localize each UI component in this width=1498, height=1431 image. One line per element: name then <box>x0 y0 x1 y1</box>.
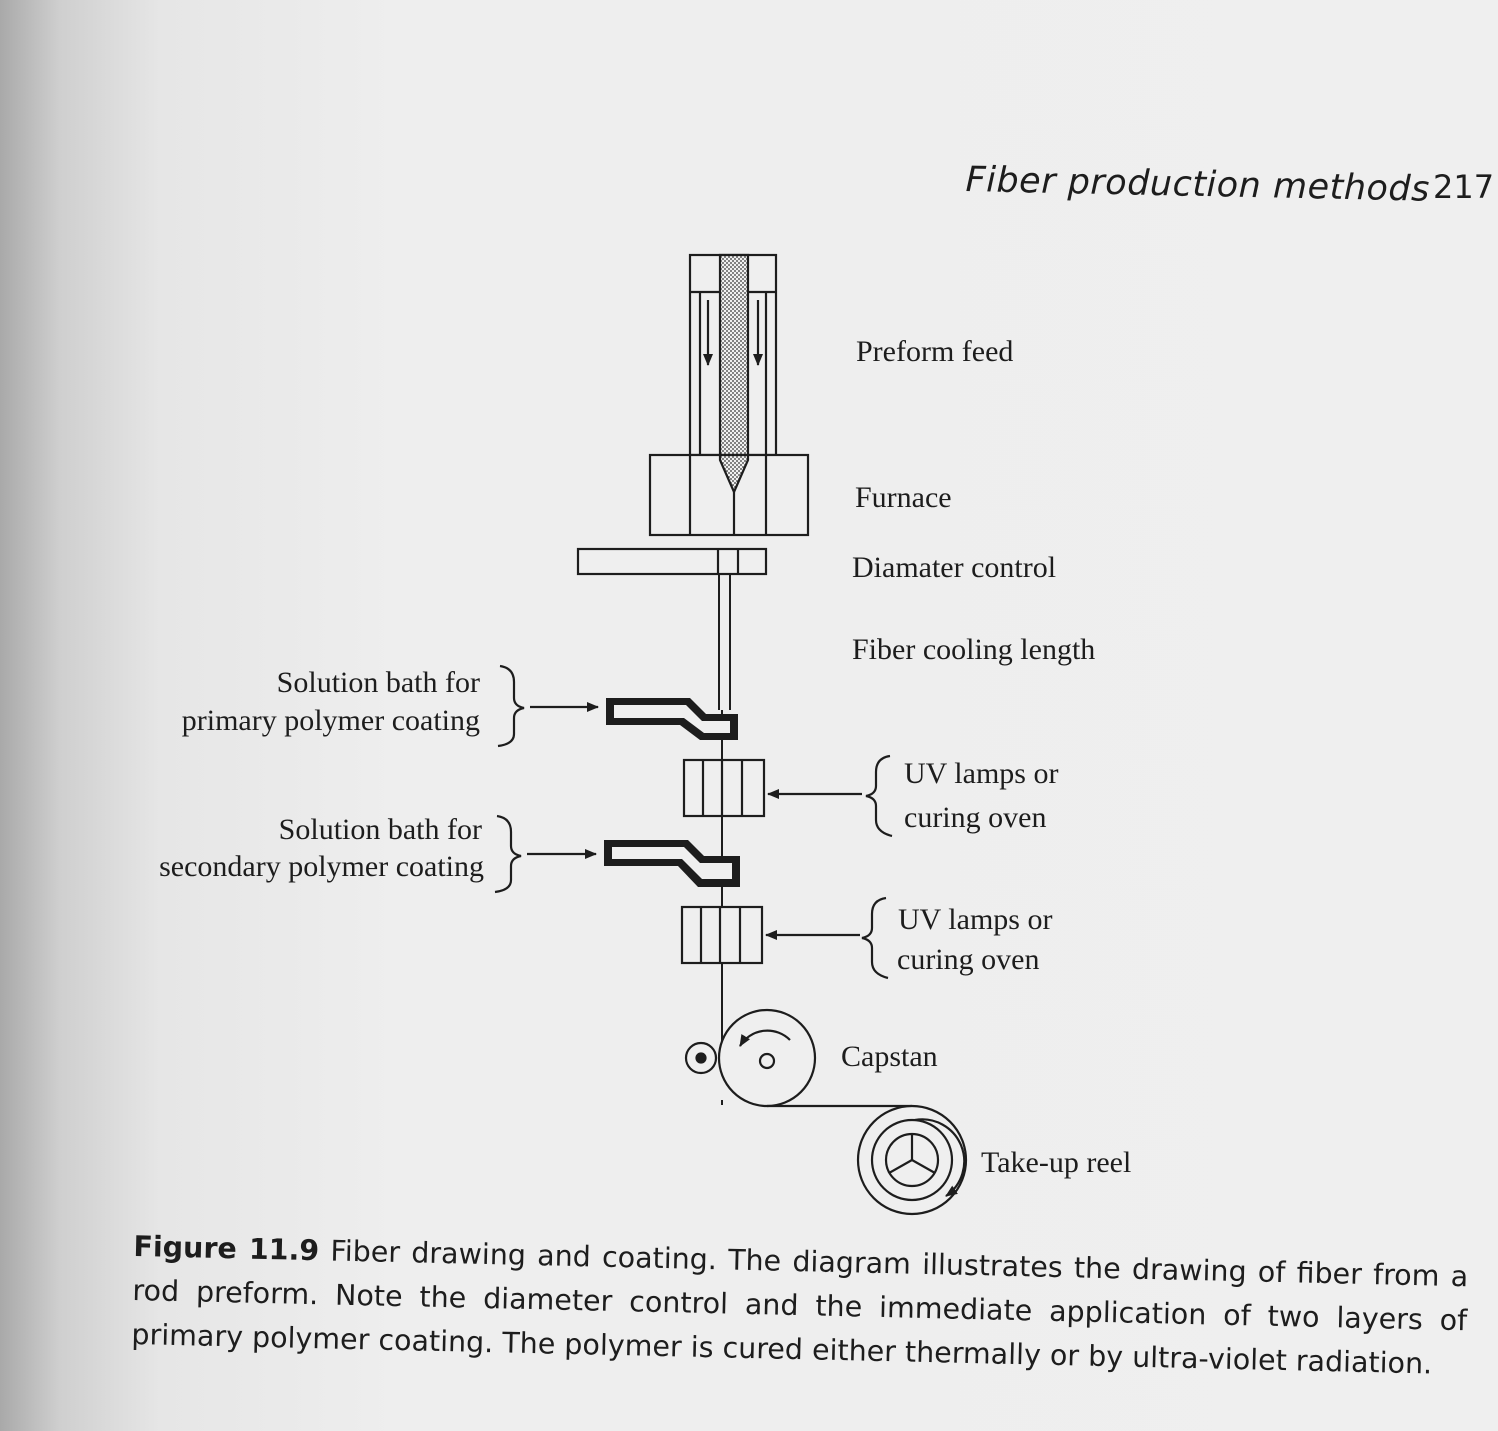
furnace-block <box>648 453 810 537</box>
label-uv2-2: curing oven <box>897 943 1040 976</box>
label-bath-secondary-2: secondary polymer coating <box>159 850 484 883</box>
label-bath-primary-1: Solution bath for <box>276 666 480 699</box>
page-number: 217 <box>1433 168 1495 206</box>
uv-lamp-1 <box>682 758 766 818</box>
fiber-line <box>718 574 731 1105</box>
label-capstan: Capstan <box>841 1040 938 1073</box>
label-bath-primary-2: primary polymer coating <box>181 704 480 737</box>
label-uv1-1: UV lamps or <box>904 757 1059 790</box>
label-takeup-reel: Take-up reel <box>981 1146 1132 1179</box>
label-fiber-cooling: Fiber cooling length <box>852 633 1096 666</box>
diameter-control-ring <box>576 547 768 576</box>
uv-lamp-2 <box>680 905 764 965</box>
label-furnace: Furnace <box>855 481 952 514</box>
label-bath-secondary-1: Solution bath for <box>278 813 482 846</box>
figure-label: Figure 11.9 <box>133 1229 320 1268</box>
figure-caption-text: Fiber drawing and coating. The diagram i… <box>131 1234 1469 1381</box>
braces-and-arrows <box>494 664 893 980</box>
label-uv2-1: UV lamps or <box>898 903 1053 936</box>
label-uv1-2: curing oven <box>904 801 1047 834</box>
take-up-reel-assembly <box>767 1104 968 1216</box>
capstan-assembly <box>684 1008 817 1108</box>
label-preform-feed: Preform feed <box>856 335 1014 368</box>
primary-coating-bath <box>606 698 738 740</box>
secondary-coating-bath <box>604 840 740 887</box>
label-diameter-control: Diamater control <box>852 551 1057 584</box>
